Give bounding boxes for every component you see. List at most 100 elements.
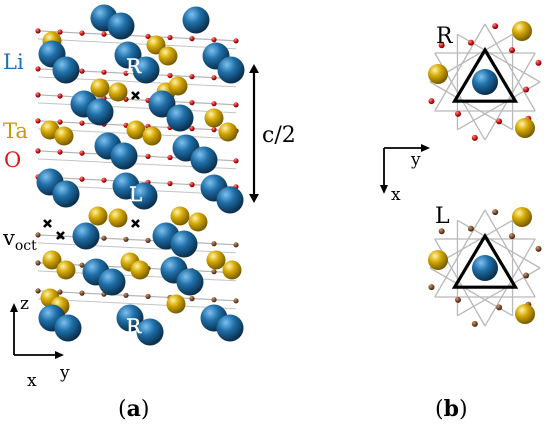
ta-atom — [168, 76, 188, 96]
ta-atom — [108, 82, 128, 102]
li-atom — [86, 98, 114, 126]
li-atom — [72, 222, 100, 250]
oxygen-atom — [496, 304, 503, 311]
ta-atom — [512, 21, 532, 41]
ta-atom — [88, 206, 108, 226]
oxygen-atom — [145, 293, 151, 299]
li-atom — [114, 41, 142, 69]
oxygen-atom — [233, 158, 239, 164]
oxygen-atom — [79, 290, 85, 296]
oxygen-atom — [123, 236, 129, 242]
bond-line — [434, 23, 486, 112]
oxygen-atom — [35, 92, 41, 98]
bond-line — [484, 238, 536, 327]
oxygen-atom — [35, 288, 41, 294]
oxygen-atom — [101, 69, 107, 75]
legend-ta: Ta — [3, 119, 28, 143]
oxygen-atom — [57, 29, 63, 35]
ta-atom — [146, 35, 166, 55]
oxygen-atom — [454, 110, 461, 117]
ta-atom — [90, 78, 110, 98]
oxygen-atom — [167, 154, 173, 161]
oxygen-atom — [233, 242, 239, 248]
top-view-L — [428, 207, 542, 327]
triangle-outline — [451, 232, 519, 289]
li-atom — [216, 186, 244, 214]
li-atom — [130, 182, 158, 210]
bond-line — [484, 52, 536, 141]
panel-b-label-L: L — [435, 204, 450, 229]
oxygen-atom — [167, 72, 173, 79]
ta-atom — [515, 118, 535, 138]
oxygen-atom — [57, 289, 63, 295]
li-atom — [110, 142, 138, 170]
oxygen-atom — [167, 180, 173, 187]
axis-z-label: z — [20, 294, 29, 314]
ta-atom — [166, 294, 186, 314]
li-atom — [116, 304, 144, 332]
ta-atom — [158, 46, 178, 66]
oxygen-atom — [428, 284, 435, 291]
oxygen-atom — [35, 260, 41, 266]
oxygen-atom — [189, 126, 195, 132]
oxygen-atom — [79, 262, 85, 268]
oxygen-atom — [145, 33, 151, 40]
oxygen-atom — [35, 28, 41, 34]
panel-b-top-views — [428, 21, 542, 327]
oxygen-atom — [35, 118, 41, 124]
li-atom — [166, 104, 194, 132]
oxygen-atom — [79, 120, 85, 126]
li-atom — [98, 268, 126, 296]
oxygen-atom — [211, 75, 217, 81]
li-atom — [170, 230, 198, 258]
ta-atom — [204, 108, 224, 128]
axes-a — [10, 303, 64, 359]
oxygen-atom — [145, 153, 151, 159]
li-atom — [472, 255, 498, 281]
ta-atom — [188, 212, 208, 232]
oxygen-atom — [471, 320, 478, 327]
bond-line — [434, 209, 486, 298]
oxygen-atom — [189, 36, 195, 42]
oxygen-atom — [471, 134, 478, 141]
oxygen-atom — [189, 296, 195, 302]
li-atom — [132, 56, 160, 84]
layer-label-R-bottom: R — [126, 314, 142, 338]
ta-atom — [54, 126, 74, 146]
vacancy-markers — [43, 91, 140, 240]
c-half-bracket — [249, 64, 259, 203]
ta-atom — [512, 207, 532, 227]
oxygen-atom — [189, 100, 195, 106]
legend-o: O — [4, 148, 21, 172]
vacancy-cross — [131, 219, 140, 228]
oxygen-bond-line — [37, 298, 237, 310]
legend-li: Li — [3, 50, 24, 74]
oxygen-atom — [233, 102, 239, 108]
oxygen-atom — [101, 177, 107, 183]
ta-atom — [428, 250, 448, 270]
oxygen-atom — [509, 233, 516, 240]
oxygen-bond-line — [37, 30, 237, 42]
v-sub: oct — [15, 238, 37, 254]
oxygen-atom — [233, 38, 239, 44]
oxygen-atom — [101, 31, 107, 37]
oxygen-atom — [35, 148, 41, 154]
li-atom — [182, 6, 210, 34]
oxygen-atom — [101, 235, 107, 241]
oxygen-atom — [454, 296, 461, 303]
oxygen-atom — [438, 42, 445, 49]
axis-y-label: y — [59, 363, 70, 383]
axis-x-label: x — [27, 371, 37, 391]
oxygen-atom — [211, 127, 217, 133]
oxygen-atom — [35, 232, 41, 238]
li-atom — [176, 268, 204, 296]
ta-atom — [130, 260, 150, 280]
panel-b-caption: (b) — [435, 396, 468, 422]
axis-y-b-label: y — [410, 150, 421, 170]
ta-atom — [222, 260, 242, 280]
li-atom — [190, 146, 218, 174]
oxygen-atom — [211, 101, 217, 107]
li-atom — [107, 12, 135, 40]
oxygen-atom — [79, 30, 85, 36]
